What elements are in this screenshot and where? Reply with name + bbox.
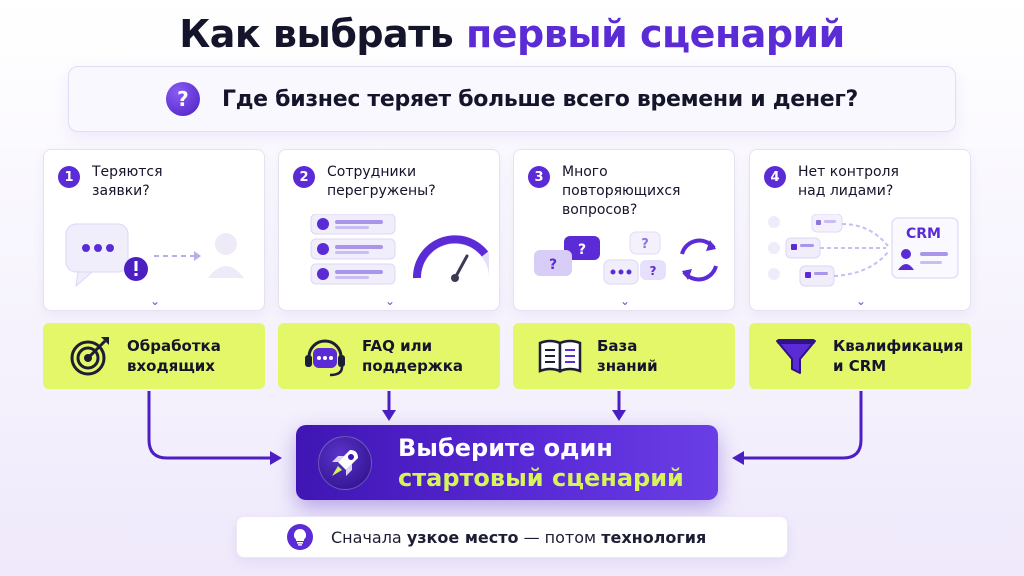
problem-line: заявки? (92, 183, 150, 199)
chevron-down-icon: ⌄ (619, 294, 631, 308)
scenario-qualification-crm: Квалификация и CRM (749, 323, 971, 389)
scenario-line: Обработка (127, 337, 221, 355)
problem-line: повторяющихся (562, 183, 681, 199)
repeated-questions-illustration: ? ? ? ? (534, 231, 718, 285)
page-title: Как выбрать первый сценарий (0, 12, 1024, 56)
problem-line: Сотрудники (327, 164, 417, 180)
overload-illustration (310, 214, 489, 285)
problem-card-3: 3 Много повторяющихся вопросов? ? ? ? ? … (513, 149, 735, 311)
svg-text:?: ? (549, 257, 557, 273)
chevron-down-icon: ⌄ (384, 294, 396, 308)
crm-label: CRM (906, 226, 941, 242)
problem-line: вопросов? (562, 202, 638, 218)
cta-text: Выберите один стартовый сценарий (398, 433, 684, 493)
problem-text: Сотрудники перегружены? (327, 163, 492, 201)
problem-text: Теряются заявки? (92, 163, 257, 201)
problem-text: Нет контроля над лидами? (798, 163, 963, 201)
funnel-icon (776, 339, 816, 374)
scenario-line: поддержка (362, 357, 464, 375)
problem-line: Теряются (92, 164, 163, 180)
problem-card-4: 4 Нет контроля над лидами? CRM ⌄ (749, 149, 971, 311)
problem-line: над лидами? (798, 183, 894, 199)
target-icon (70, 337, 109, 376)
scenario-line: и CRM (833, 357, 887, 375)
scenario-knowledge-base: База знаний (513, 323, 735, 389)
footer-bold: узкое место (406, 527, 519, 547)
step-number: 4 (764, 166, 786, 188)
problem-line: Нет контроля (798, 164, 899, 180)
scenario-label: База знаний (597, 336, 658, 376)
problem-card-2: 2 Сотрудники перегружены? ⌄ (278, 149, 500, 311)
step-number: 3 (528, 166, 550, 188)
scenario-label: Обработка входящих (127, 336, 221, 376)
scenario-line: База (597, 337, 638, 355)
svg-text:?: ? (641, 237, 649, 252)
title-accent: первый сценарий (466, 12, 845, 56)
scenario-line: знаний (597, 357, 658, 375)
lost-leads-illustration (65, 223, 244, 288)
title-main: Как выбрать (179, 12, 454, 56)
cta-start-scenario: Выберите один стартовый сценарий (296, 425, 718, 500)
problem-text: Много повторяющихся вопросов? (562, 163, 727, 220)
cta-line-2: стартовый сценарий (398, 463, 684, 492)
footer-bold: технология (601, 527, 707, 547)
footer-part: — потом (518, 527, 602, 547)
problem-line: перегружены? (327, 183, 436, 199)
scenario-faq-support: FAQ или поддержка (278, 323, 500, 389)
chevron-down-icon: ⌄ (855, 294, 867, 308)
chevron-down-icon: ⌄ (149, 294, 161, 308)
scenario-line: FAQ или (362, 337, 433, 355)
scenario-label: FAQ или поддержка (362, 336, 463, 376)
problem-line: Много (562, 164, 608, 180)
cta-line-1: Выберите один (398, 433, 613, 462)
arrow-right-icon (270, 451, 282, 465)
scenario-label: Квалификация и CRM (833, 336, 963, 376)
lightbulb-icon (287, 524, 313, 550)
step-number: 1 (58, 166, 80, 188)
step-number: 2 (293, 166, 315, 188)
scenario-line: входящих (127, 357, 215, 375)
footer-note: Сначала узкое место — потом технология (236, 516, 788, 558)
arrow-down-icon (612, 410, 626, 421)
problem-card-1: 1 Теряются заявки? ⌄ (43, 149, 265, 311)
footer-part: Сначала (331, 527, 407, 547)
arrow-left-icon (732, 451, 744, 465)
scenario-line: Квалификация (833, 337, 964, 355)
chat-headset-icon (305, 339, 345, 377)
book-icon (538, 339, 582, 373)
lead-control-illustration: CRM (768, 214, 959, 287)
question-text: Где бизнес теряет больше всего времени и… (221, 86, 859, 112)
question-mark-icon: ? (165, 82, 200, 116)
svg-text:?: ? (650, 264, 657, 278)
footer-text: Сначала узкое место — потом технология (331, 528, 706, 547)
scenario-inbound-processing: Обработка входящих (43, 323, 265, 389)
rocket-icon (318, 435, 372, 490)
svg-text:?: ? (578, 242, 586, 258)
question-banner: ? Где бизнес теряет больше всего времени… (68, 66, 956, 132)
arrow-down-icon (382, 410, 396, 421)
